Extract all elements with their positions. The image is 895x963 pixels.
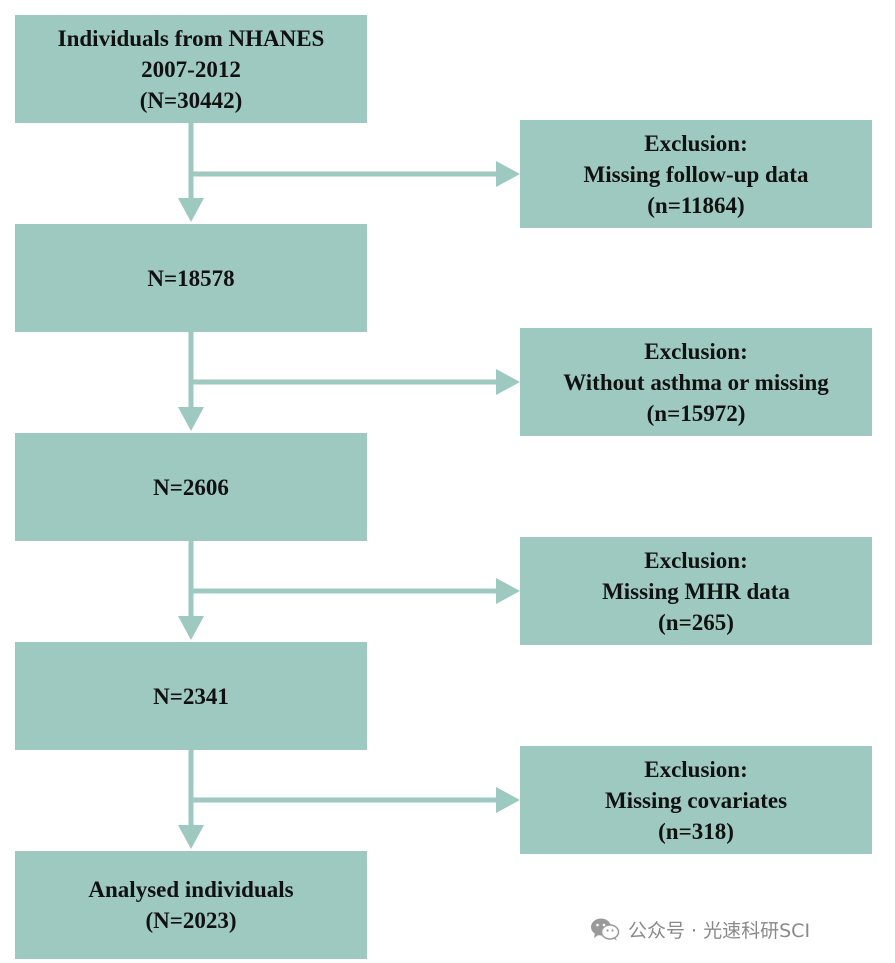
down-arrowhead-1: [178, 198, 204, 222]
down-arrowhead-2: [178, 407, 204, 431]
exclusion-reason: Without asthma or missing: [563, 369, 829, 395]
exclusion-heading: Exclusion:: [644, 130, 748, 156]
exclusion-heading: Exclusion:: [644, 338, 748, 364]
exclusion-reason: Missing follow-up data: [583, 161, 809, 187]
right-arrowhead-2: [496, 369, 520, 395]
main-box-analysed: Analysed individuals (N=2023): [15, 851, 367, 959]
down-arrowhead-4: [178, 825, 204, 849]
main-box-step-4: N=2341: [15, 642, 367, 750]
watermark: 公众号 · 光速科研SCI: [590, 912, 810, 946]
main-box-line: (N=2023): [145, 908, 237, 933]
exclusion-count: (n=318): [658, 818, 734, 844]
right-arrowhead-1: [496, 161, 520, 187]
exclusion-reason: Missing MHR data: [602, 578, 790, 604]
main-box-line: N=2606: [153, 474, 229, 500]
exclusion-heading: Exclusion:: [644, 756, 748, 782]
main-box-nhanes-cohort: Individuals from NHANES 2007-2012 (N=304…: [15, 15, 367, 123]
exclusion-heading: Exclusion:: [644, 547, 748, 573]
exclusion-reason: Missing covariates: [604, 787, 788, 813]
main-box-line: N=18578: [147, 265, 235, 291]
exclusion-count: (n=15972): [646, 400, 746, 426]
exclusion-box-followup: Exclusion: Missing follow-up data (n=118…: [520, 120, 872, 228]
exclusion-box-mhr: Exclusion: Missing MHR data (n=265): [520, 537, 872, 645]
main-box-step-2: N=18578: [15, 224, 367, 332]
right-arrowhead-3: [496, 578, 520, 604]
down-arrowhead-3: [178, 616, 204, 640]
main-box-line: N=2341: [153, 683, 229, 709]
exclusion-count: (n=11864): [647, 192, 745, 218]
main-box-line: 2007-2012: [141, 56, 241, 82]
main-box-step-3: N=2606: [15, 433, 367, 541]
wechat-logo-icon: [591, 918, 620, 941]
right-arrowhead-4: [496, 787, 520, 813]
main-box-line: (N=30442): [139, 87, 243, 113]
exclusion-count: (n=265): [658, 609, 734, 635]
main-box-line: Analysed individuals: [88, 877, 294, 902]
exclusion-box-asthma: Exclusion: Without asthma or missing (n=…: [520, 328, 872, 436]
watermark-text: 公众号 · 光速科研SCI: [628, 919, 811, 942]
main-box-line: Individuals from NHANES: [57, 25, 325, 51]
exclusion-box-covariates: Exclusion: Missing covariates (n=318): [520, 746, 872, 854]
